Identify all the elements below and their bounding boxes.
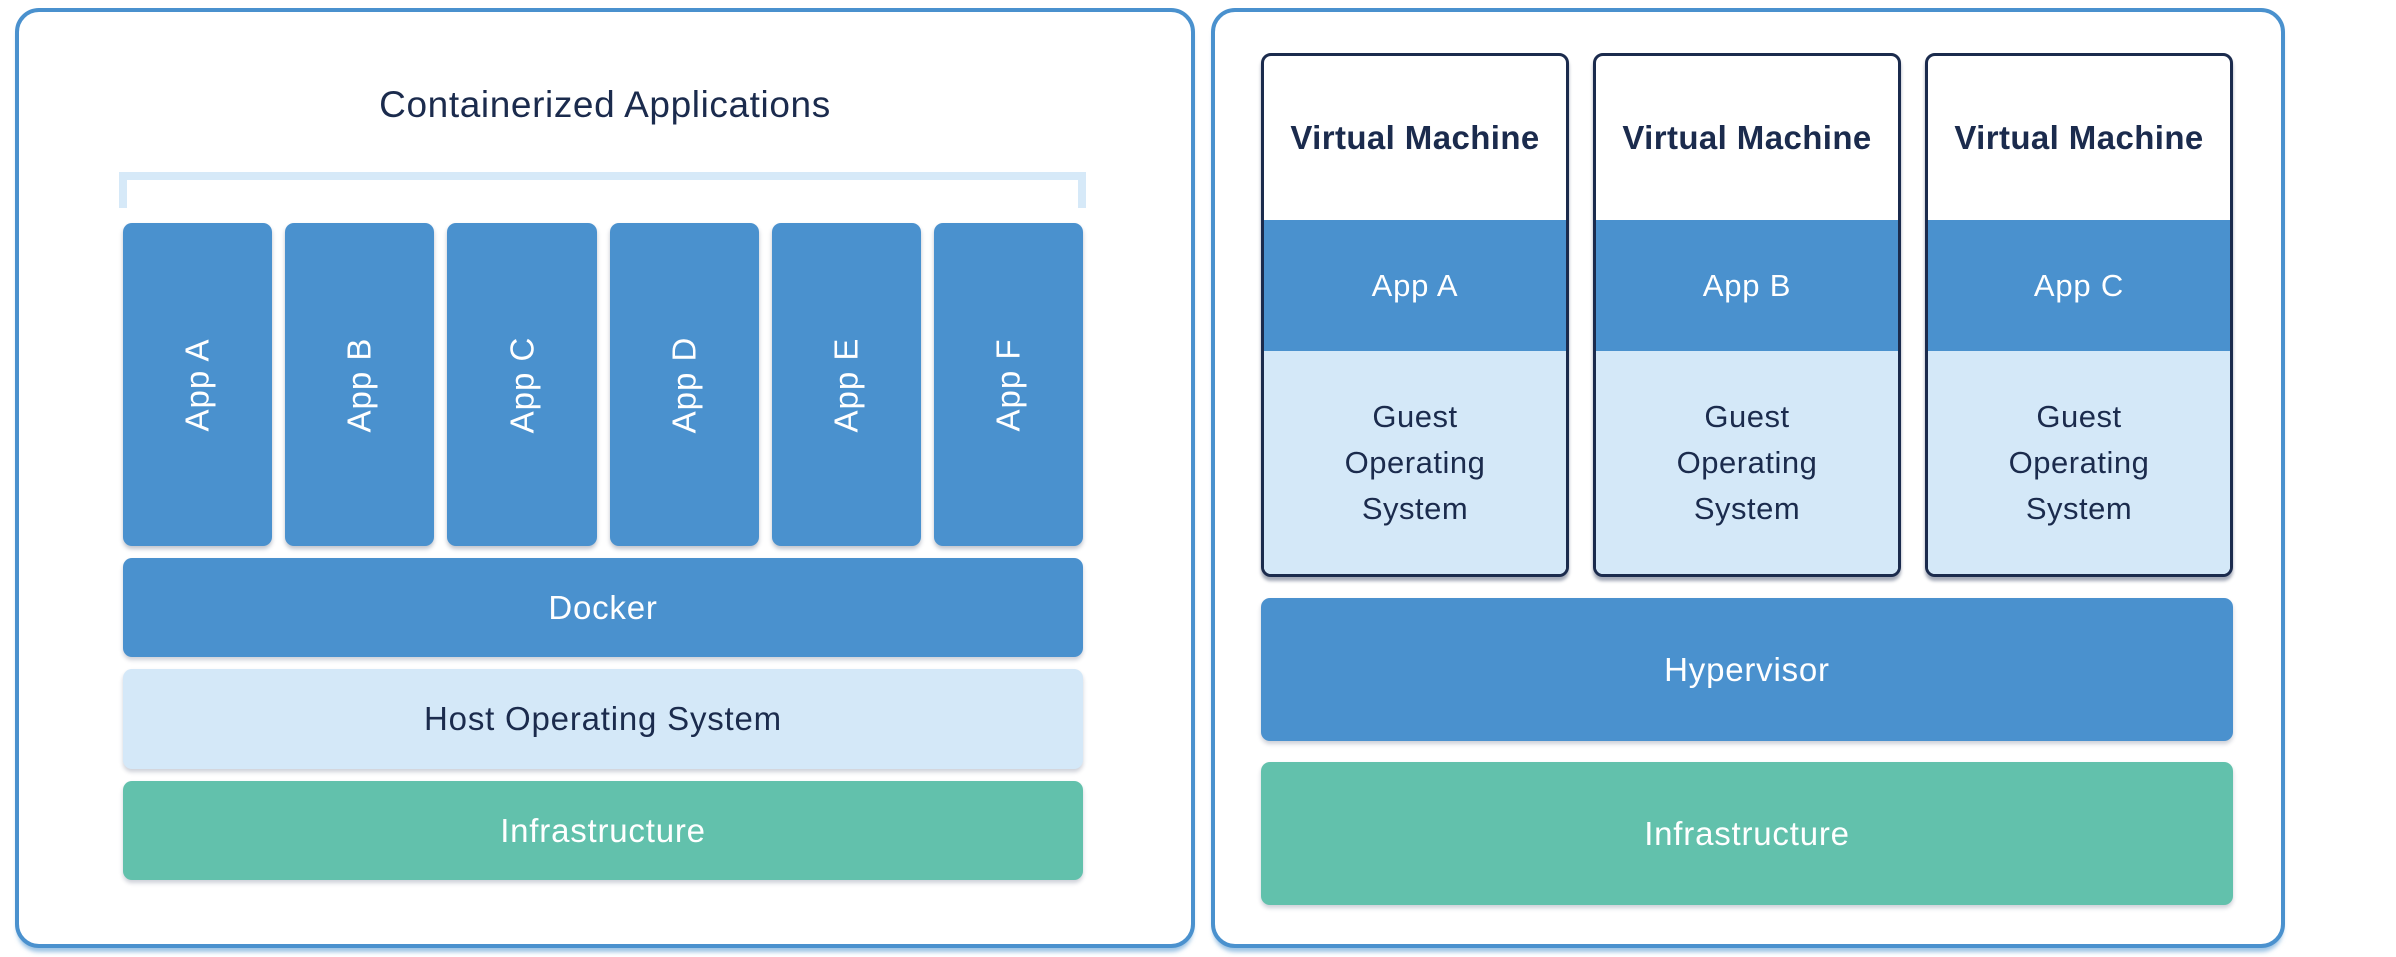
containers-panel-title: Containerized Applications — [379, 84, 831, 125]
vm-box-1: Virtual Machine App A Guest Operating Sy… — [1261, 53, 1569, 577]
container-app-e: App E — [771, 223, 921, 546]
vm-infrastructure-layer: Infrastructure — [1261, 762, 2233, 905]
virtual-machines-panel: Virtual Machine App A Guest Operating Sy… — [1211, 8, 2285, 948]
container-app-c-label: App C — [502, 336, 540, 433]
containers-panel: Containerized Applications App A App B A… — [15, 8, 1195, 948]
host-os-layer: Host Operating System — [123, 669, 1083, 769]
vm-2-app-layer: App B — [1596, 220, 1898, 351]
vm-3-guest-os-label: Guest Operating System — [2008, 398, 2150, 526]
vm-3-guest-os-layer: Guest Operating System — [1928, 351, 2230, 574]
container-app-a: App A — [123, 223, 273, 546]
container-app-d-label: App D — [665, 336, 703, 433]
docker-layer: Docker — [123, 558, 1083, 657]
vm-2-title: Virtual Machine — [1622, 119, 1872, 156]
container-app-columns: App A App B App C App D App E App F — [123, 223, 1084, 546]
container-app-f-label: App F — [989, 337, 1027, 432]
container-group-bracket — [119, 172, 1086, 208]
container-app-a-label: App A — [178, 337, 216, 432]
container-app-d: App D — [609, 223, 759, 546]
container-app-b: App B — [285, 223, 435, 546]
vm-boxes: Virtual Machine App A Guest Operating Sy… — [1261, 53, 2233, 577]
vm-1-title: Virtual Machine — [1290, 119, 1540, 156]
container-app-b-label: App B — [340, 337, 378, 432]
container-app-c: App C — [447, 223, 597, 546]
vm-1-guest-os-label: Guest Operating System — [1344, 398, 1486, 526]
vm-box-2: Virtual Machine App B Guest Operating Sy… — [1593, 53, 1901, 577]
vm-3-app-layer: App C — [1928, 220, 2230, 351]
vm-3-title: Virtual Machine — [1954, 119, 2204, 156]
container-app-f: App F — [933, 223, 1084, 546]
vm-1-guest-os-layer: Guest Operating System — [1264, 351, 1566, 574]
vm-2-guest-os-layer: Guest Operating System — [1596, 351, 1898, 574]
vm-1-app-layer: App A — [1264, 220, 1566, 351]
containers-infrastructure-layer: Infrastructure — [123, 781, 1083, 880]
hypervisor-layer: Hypervisor — [1261, 598, 2233, 741]
vm-box-3: Virtual Machine App C Guest Operating Sy… — [1925, 53, 2233, 577]
vm-2-guest-os-label: Guest Operating System — [1676, 398, 1818, 526]
container-app-e-label: App E — [827, 337, 865, 432]
